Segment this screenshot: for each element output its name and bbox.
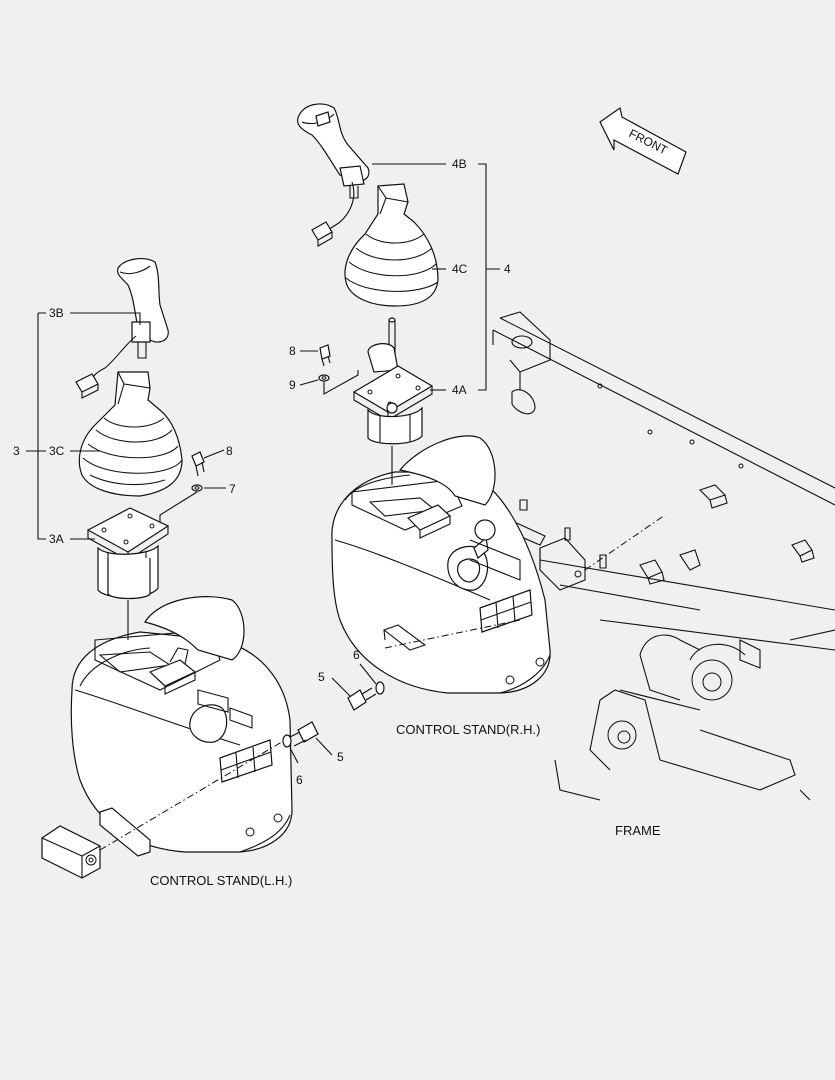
callout-7: 7 [229, 482, 236, 496]
caption-frame: FRAME [615, 823, 661, 838]
callout-3a: 3A [49, 532, 64, 546]
callout-6-left: 6 [296, 773, 303, 787]
left-joystick-assembly [75, 258, 319, 748]
callout-8-left: 8 [226, 444, 233, 458]
right-joystick-assembly [297, 103, 439, 711]
callout-4a: 4A [452, 383, 467, 397]
callout-4c: 4C [452, 262, 468, 276]
callout-3: 3 [13, 444, 20, 458]
callout-labels: 3B 3 3C 3A 8 7 6 5 4B 4C 4 4A 8 9 6 5 [13, 157, 511, 787]
captions: CONTROL STAND(L.H.) CONTROL STAND(R.H.) … [150, 722, 661, 888]
callout-5-right: 5 [318, 670, 325, 684]
callout-3b: 3B [49, 306, 64, 320]
caption-control-stand-lh: CONTROL STAND(L.H.) [150, 873, 292, 888]
front-arrow-icon: FRONT [599, 106, 687, 175]
callout-4: 4 [504, 262, 511, 276]
leader-lines [26, 163, 500, 764]
callout-6-right: 6 [353, 648, 360, 662]
callout-8-right: 8 [289, 344, 296, 358]
left-control-stand [70, 596, 293, 853]
caption-control-stand-rh: CONTROL STAND(R.H.) [396, 722, 540, 737]
frame-structure [492, 311, 835, 801]
callout-5-left: 5 [337, 750, 344, 764]
callout-9: 9 [289, 378, 296, 392]
callout-4b: 4B [452, 157, 467, 171]
right-control-stand [331, 435, 551, 694]
left-mount-bracket [41, 739, 286, 879]
callout-3c: 3C [49, 444, 65, 458]
